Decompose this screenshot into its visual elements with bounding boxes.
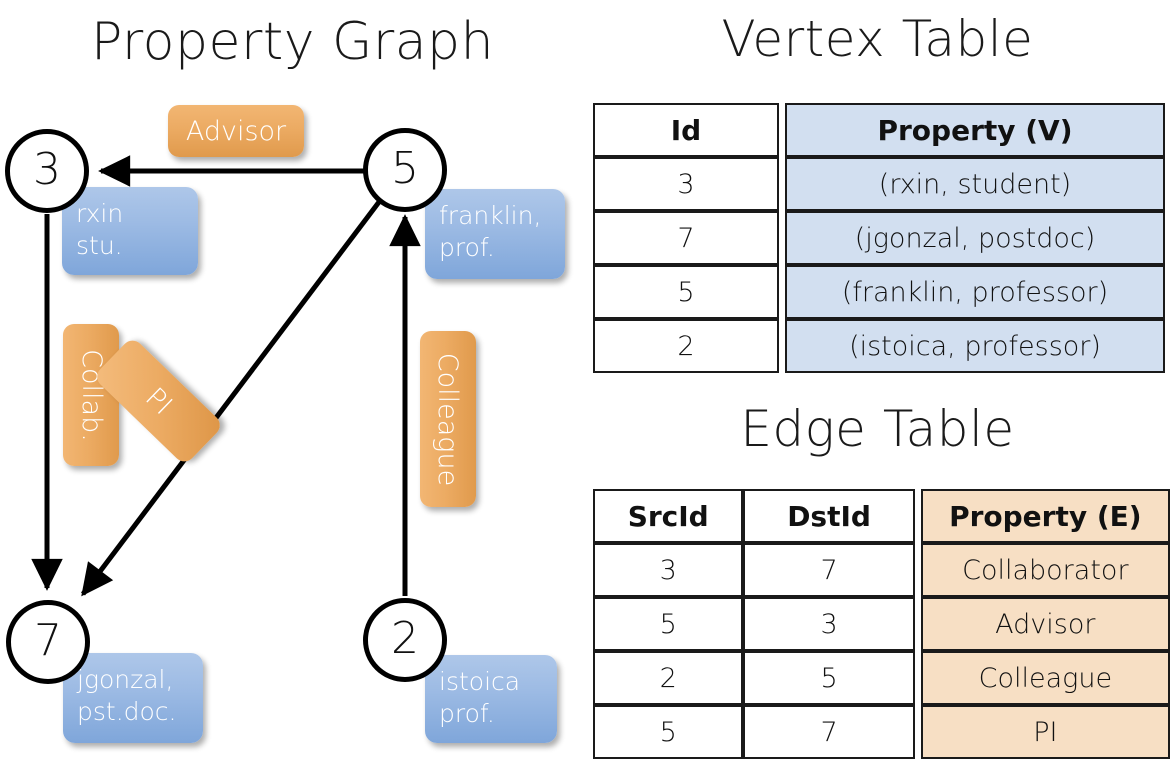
page-title-property-graph: Property Graph: [90, 12, 495, 72]
vertex-label-box-jgonzal: jgonzal, pst.doc.: [63, 653, 203, 743]
vertex-table-cell-property: (istoica, professor): [785, 319, 1165, 373]
edge-arrow-pi: [81, 196, 384, 597]
edge-table-header-dstid: DstId: [743, 489, 915, 543]
vertex-table-cell-id: 3: [593, 157, 779, 211]
edge-table-cell-dstid: 7: [743, 543, 915, 597]
vertex-label-franklin-line2: prof.: [439, 233, 495, 262]
edge-label-text-pi: PI: [139, 381, 178, 421]
graph-node-3-label: 3: [33, 144, 61, 195]
graph-node-2-label: 2: [391, 613, 419, 664]
vertex-table-column-gap: [779, 211, 785, 265]
edge-table-cell-srcid: 2: [593, 651, 744, 705]
page-title-vertex-table: Vertex Table: [721, 10, 1034, 68]
vertex-table-column-gap: [779, 319, 785, 373]
edge-table-row: 2 5 Colleague: [593, 651, 1170, 705]
vertex-table-row: 3 (rxin, student): [593, 157, 1165, 211]
vertex-label-rxin-line1: rxin: [76, 199, 124, 228]
edge-table-column-gap: [914, 597, 921, 651]
edge-table-cell-property: PI: [920, 705, 1170, 759]
vertex-table-header-property: Property (V): [785, 103, 1165, 157]
edge-table-column-gap: [914, 651, 921, 705]
edge-label-box-advisor: Advisor: [168, 105, 304, 157]
edge-label-text-collab: Collab.: [75, 348, 107, 442]
vertex-table-cell-property: (rxin, student): [785, 157, 1165, 211]
edge-table-cell-dstid: 7: [743, 705, 915, 759]
vertex-table-cell-id: 7: [593, 211, 779, 265]
vertex-label-franklin-line1: franklin,: [439, 201, 542, 230]
graph-node-5-label: 5: [391, 143, 419, 194]
graph-node-2[interactable]: 2: [363, 598, 447, 682]
edge-table-header-srcid: SrcId: [593, 489, 744, 543]
vertex-table: Id Property (V) 3 (rxin, student) 7 (jgo…: [593, 103, 1165, 373]
edge-label-text-colleague: Colleague: [432, 352, 464, 486]
graph-edge-arrows: [31, 155, 421, 597]
edge-label-text-advisor: Advisor: [185, 115, 287, 147]
edge-table-column-gap: [914, 705, 921, 759]
edge-table-row: 5 3 Advisor: [593, 597, 1170, 651]
edge-table-cell-property: Collaborator: [920, 543, 1170, 597]
edge-table-column-gap: [914, 543, 921, 597]
edge-label-box-collab: Collab.: [63, 324, 119, 466]
vertex-table-row: 5 (franklin, professor): [593, 265, 1165, 319]
edge-table-cell-dstid: 5: [743, 651, 915, 705]
edge-table-row: 5 7 PI: [593, 705, 1170, 759]
graph-node-3[interactable]: 3: [5, 129, 89, 213]
edge-table-cell-srcid: 3: [593, 543, 744, 597]
vertex-table-column-gap: [779, 265, 785, 319]
vertex-label-jgonzal-line2: pst.doc.: [77, 697, 177, 726]
edge-table-cell-srcid: 5: [593, 597, 744, 651]
vertex-table-header-id: Id: [593, 103, 779, 157]
vertex-label-box-franklin: franklin, prof.: [425, 189, 565, 279]
edge-table-cell-property: Colleague: [920, 651, 1170, 705]
vertex-table-column-gap: [779, 103, 785, 157]
edge-table-cell-property: Advisor: [920, 597, 1170, 651]
vertex-table-cell-property: (franklin, professor): [785, 265, 1165, 319]
graph-node-7-label: 7: [34, 615, 62, 666]
vertex-label-istoica-line2: prof.: [439, 699, 495, 728]
edge-table-row: 3 7 Collaborator: [593, 543, 1170, 597]
page-title-edge-table: Edge Table: [740, 400, 1015, 458]
edge-table-column-gap: [914, 489, 921, 543]
vertex-table-cell-id: 5: [593, 265, 779, 319]
edge-table: SrcId DstId Property (E) 3 7 Collaborato…: [593, 489, 1170, 759]
edge-table-cell-srcid: 5: [593, 705, 744, 759]
property-graph-diagram: Advisor Collab. PI Colleague rxin stu. f…: [5, 105, 565, 743]
vertex-label-box-rxin: rxin stu.: [62, 187, 198, 275]
graph-node-7[interactable]: 7: [6, 600, 90, 684]
edge-label-box-colleague: Colleague: [420, 331, 476, 507]
vertex-table-header-row: Id Property (V): [593, 103, 1165, 157]
edge-table-header-property: Property (E): [920, 489, 1170, 543]
vertex-label-rxin-line2: stu.: [76, 231, 123, 260]
vertex-table-row: 7 (jgonzal, postdoc): [593, 211, 1165, 265]
vertex-table-row: 2 (istoica, professor): [593, 319, 1165, 373]
vertex-label-istoica-line1: istoica: [439, 667, 521, 696]
vertex-table-cell-id: 2: [593, 319, 779, 373]
edge-table-cell-dstid: 3: [743, 597, 915, 651]
vertex-table-column-gap: [779, 157, 785, 211]
vertex-label-box-istoica: istoica prof.: [425, 655, 557, 743]
graph-node-5[interactable]: 5: [363, 128, 447, 212]
vertex-label-jgonzal-line1: jgonzal,: [77, 665, 174, 694]
edge-table-header-row: SrcId DstId Property (E): [593, 489, 1170, 543]
vertex-table-cell-property: (jgonzal, postdoc): [785, 211, 1165, 265]
